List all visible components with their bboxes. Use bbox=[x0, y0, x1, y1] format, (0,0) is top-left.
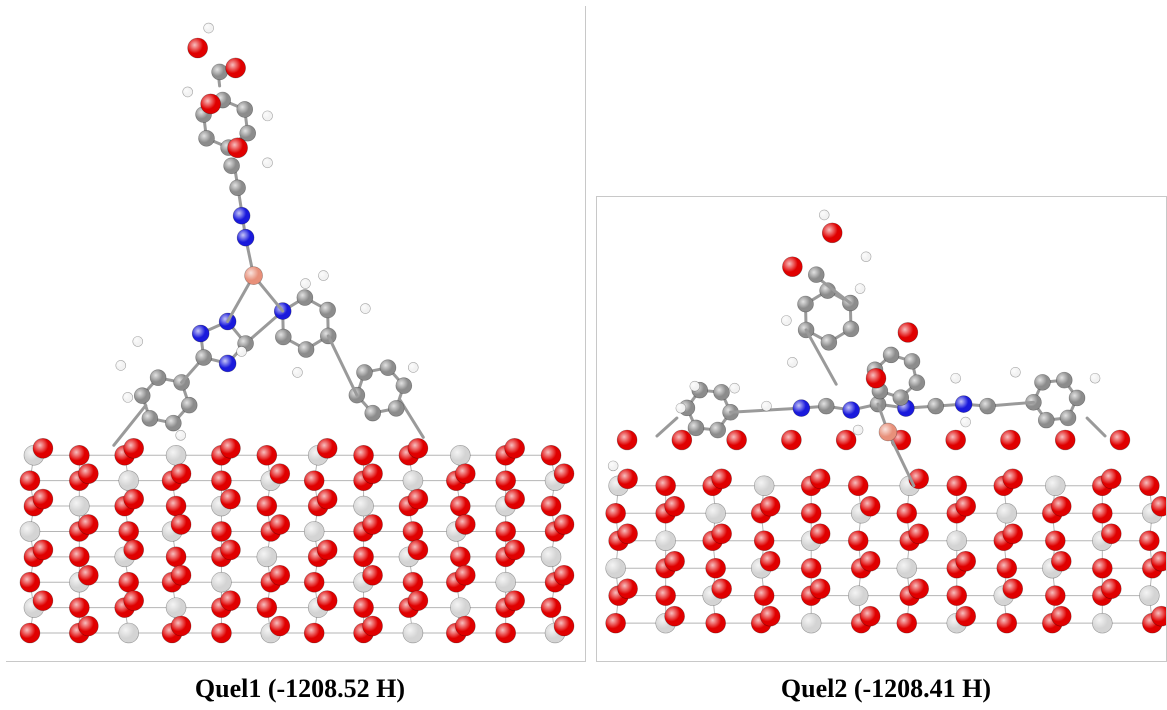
bond-line bbox=[398, 398, 425, 439]
bond-line bbox=[112, 403, 148, 447]
bond-line bbox=[326, 334, 359, 397]
quel2-caption: Quel2 (-1208.41 H) bbox=[780, 674, 992, 703]
bond-line bbox=[1085, 416, 1107, 438]
bond-line bbox=[814, 275, 852, 305]
quel2-molecule-render bbox=[605, 209, 1166, 634]
bond-line bbox=[804, 328, 838, 386]
quel1-molecule-render bbox=[19, 22, 575, 644]
structure-panel-quel2 bbox=[596, 196, 1167, 662]
quel1-caption: Quel1 (-1208.52 H) bbox=[194, 674, 406, 703]
bond-line bbox=[655, 416, 679, 438]
bond-line bbox=[886, 430, 916, 488]
structure-panel-quel1 bbox=[6, 6, 586, 662]
